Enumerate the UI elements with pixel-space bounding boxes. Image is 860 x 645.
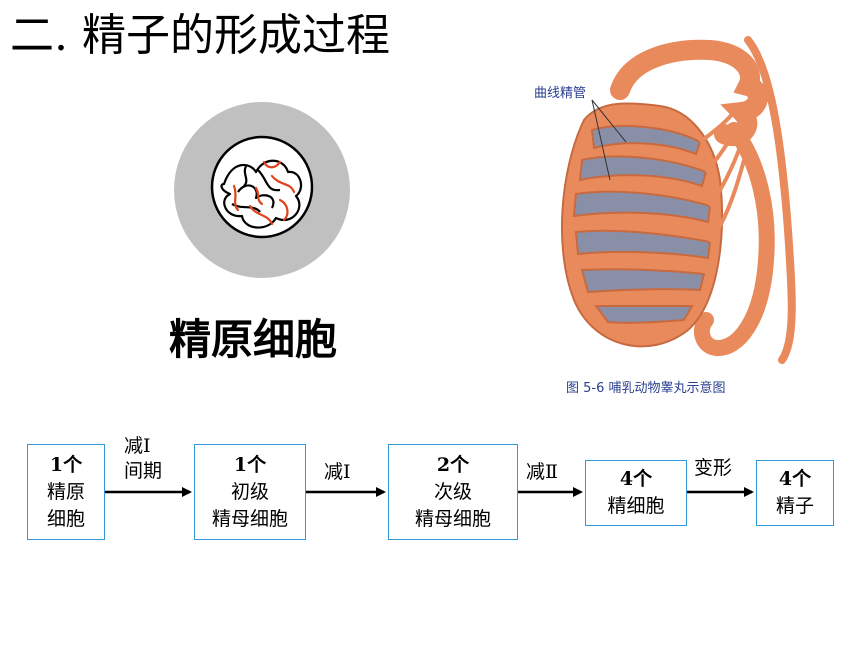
flow-box-count: 2个	[436, 453, 470, 476]
flow-box-primary-spermatocyte: 1个 初级 精母细胞	[194, 444, 306, 540]
vas-deferens	[744, 36, 796, 364]
flow-box-sperm: 4个 精子	[756, 460, 834, 526]
stage-label-line1: 减Ⅰ	[124, 435, 151, 457]
chromatin-black	[220, 159, 303, 229]
stage-label-line1: 减Ⅱ	[526, 461, 558, 483]
flow-box-line2: 精母细胞	[211, 507, 288, 530]
testis-caption: 图 5-6 哺乳动物睾丸示意图	[566, 381, 726, 396]
flow-box-count: 4个	[619, 468, 653, 490]
stage-label-meiosis2: 减Ⅱ	[526, 460, 558, 485]
flow-box-line1: 精子	[775, 495, 814, 517]
flow-box-count: 1个	[233, 453, 267, 476]
flow-box-spermatogonium: 1个 精原 细胞	[27, 444, 105, 540]
stage-label-line2: 间期	[124, 460, 163, 482]
flow-box-line1: 初级	[230, 480, 269, 503]
seminiferous-lobules	[572, 125, 712, 324]
spermatogonium-cell-illustration	[174, 102, 350, 278]
flow-box-spermatid: 4个 精细胞	[585, 460, 687, 526]
stage-label-line1: 变形	[694, 457, 733, 479]
stage-label-meiosis1: 减Ⅰ	[324, 460, 351, 485]
stage-label-meiosis1-interphase: 减Ⅰ 间期	[124, 434, 162, 484]
flow-box-line2: 细胞	[46, 507, 85, 530]
page-title: 二. 精子的形成过程	[10, 10, 390, 61]
efferent-ducts	[698, 110, 746, 244]
flow-box-line2: 精母细胞	[414, 507, 491, 530]
chromatin-red	[232, 160, 296, 226]
flow-box-line1: 精原	[46, 480, 85, 503]
flow-box-line1: 精细胞	[607, 495, 665, 517]
flow-box-count: 1个	[49, 453, 83, 476]
testis-label: 曲线精管	[534, 86, 587, 101]
testis-illustration	[560, 36, 796, 364]
epididymis-head	[610, 39, 768, 146]
stage-label-transformation: 变形	[694, 456, 732, 481]
cell-caption: 精原细胞	[168, 315, 337, 364]
stage-label-line1: 减Ⅰ	[324, 461, 351, 483]
flow-box-line1: 次级	[433, 480, 472, 503]
epididymis-tail	[693, 122, 775, 356]
label-pointer-lines	[591, 99, 627, 181]
flow-box-count: 4个	[778, 468, 812, 490]
flow-box-secondary-spermatocyte: 2个 次级 精母细胞	[388, 444, 518, 540]
